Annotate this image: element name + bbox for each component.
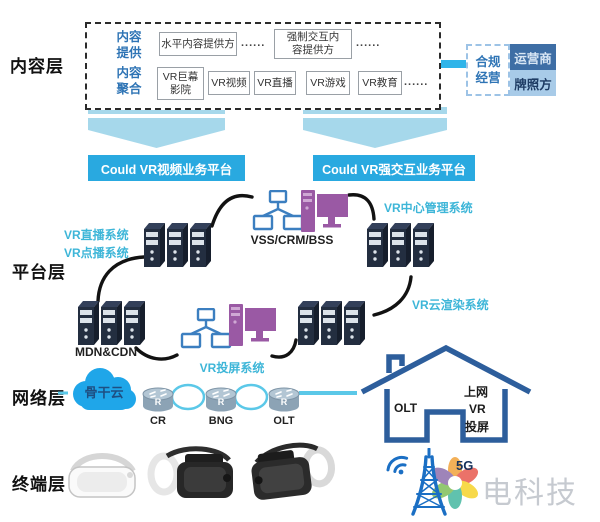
casting-system-label: VR投屏系统: [199, 361, 265, 375]
operator-cell: 运营商: [510, 44, 556, 70]
router-icon: R: [268, 387, 300, 412]
ellipsis: ......: [404, 76, 429, 88]
server-cluster-icon: [367, 223, 434, 267]
router-icon: R: [142, 387, 174, 412]
router-icon: R: [205, 387, 237, 412]
ring-icon: [170, 383, 206, 411]
curve-connectors: [96, 193, 413, 361]
server-cluster-icon: [298, 301, 365, 345]
cell-tower-icon: [411, 448, 447, 516]
live-system-label: VR直播系统: [64, 228, 129, 242]
router-letter: R: [281, 397, 288, 407]
vr-content-box: VR直播: [254, 71, 296, 95]
server-cluster-icon: [144, 223, 211, 267]
desktop-pc-icon: [301, 190, 348, 232]
mdn-cdn-label: MDN&CDN: [75, 345, 137, 359]
pinwheel-logo-icon: [431, 457, 479, 509]
server-cluster-icon: [78, 301, 145, 345]
content-provider-box: 强制交互内 容提供方: [274, 29, 352, 59]
ring-icon: [233, 383, 269, 411]
vr-headset-icon: [68, 453, 136, 498]
desktop-pc-icon: [229, 304, 276, 346]
cloud-render-label: VR云渲染系统: [412, 298, 489, 312]
vr-headset-icon: [147, 446, 233, 498]
house-olt-label: OLT: [394, 401, 418, 415]
router-label-bng: BNG: [208, 415, 234, 427]
five-g-label: 5G: [456, 458, 474, 473]
vr-headset-icon: [251, 442, 336, 500]
banner-video-platform: Could VR视频业务平台: [88, 155, 245, 181]
vr-content-box: VR视频: [208, 71, 250, 95]
wifi-icon: [386, 455, 409, 475]
cloud-icon: [73, 368, 136, 410]
house-vr-label: VR: [469, 402, 486, 416]
center-mgmt-label: VR中心管理系统: [384, 201, 473, 215]
layer-label-terminal: 终端层: [12, 475, 66, 494]
vr-content-box: VR游戏: [306, 71, 350, 95]
ellipsis: ......: [241, 37, 266, 49]
licensee-cell: 牌照方: [510, 70, 556, 96]
layer-label-content: 内容层: [10, 57, 64, 76]
ellipsis: ......: [356, 37, 381, 49]
router-letter: R: [155, 397, 162, 407]
router-letter: R: [218, 397, 225, 407]
compliance-group: 合规 经营 运营商 牌照方: [466, 44, 556, 96]
vss-crm-bss-label: VSS/CRM/BSS: [250, 233, 334, 247]
router-label-cr: CR: [150, 415, 166, 427]
vr-content-box: VR巨幕 影院: [157, 67, 204, 100]
banner-interactive-platform: Could VR强交互业务平台: [313, 155, 475, 181]
house-casting-label: 投屏: [465, 420, 490, 434]
vr-content-box: VR教育: [358, 71, 402, 95]
chevron-down-icon: [88, 107, 447, 148]
layer-label-network: 网络层: [12, 389, 66, 408]
backbone-cloud-label: 骨干云: [84, 385, 124, 400]
house-internet-label: 上网: [464, 385, 489, 399]
network-topology-icon: [180, 308, 232, 349]
content-layer-box: [85, 22, 441, 110]
house-icon: [360, 344, 532, 443]
router-label-olt: OLT: [273, 415, 295, 427]
content-provider-box: 水平内容提供方: [159, 32, 237, 56]
brand-watermark: 电科技: [482, 477, 578, 510]
compliance-label: 合规 经营: [466, 44, 510, 96]
content-aggregate-label: 内容 聚合: [116, 66, 142, 96]
layer-label-platform: 平台层: [12, 263, 66, 282]
content-provide-label: 内容 提供: [116, 30, 142, 60]
vod-system-label: VR点播系统: [64, 246, 129, 260]
network-topology-icon: [252, 190, 304, 231]
